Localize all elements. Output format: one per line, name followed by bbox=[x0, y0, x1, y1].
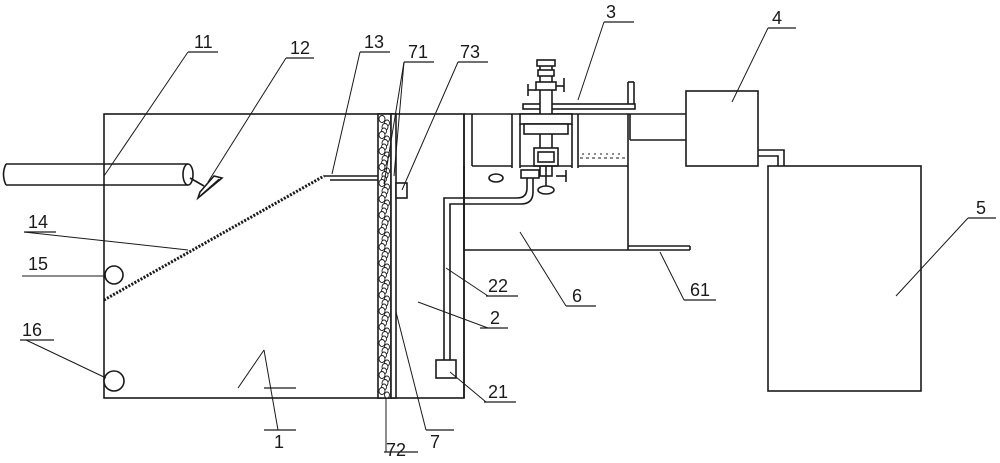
filter-pebble bbox=[378, 307, 386, 315]
filter-pebble bbox=[378, 323, 386, 331]
filter-pebble bbox=[378, 195, 386, 203]
connecting-pipe bbox=[629, 113, 686, 141]
spray-nozzle bbox=[189, 175, 224, 201]
upper-port bbox=[104, 265, 124, 285]
lower-port bbox=[103, 370, 125, 392]
filter-pebble bbox=[378, 115, 386, 123]
filter-pebble bbox=[378, 227, 386, 235]
label-21: 21 bbox=[488, 382, 508, 402]
label-1: 1 bbox=[274, 432, 284, 452]
inlet-pipe bbox=[2, 163, 194, 186]
label-14: 14 bbox=[28, 212, 48, 232]
filter-pebble bbox=[378, 275, 386, 283]
label-12: 12 bbox=[290, 38, 310, 58]
filter-pebble bbox=[378, 179, 386, 187]
transfer-pipe bbox=[758, 149, 785, 166]
label-3: 3 bbox=[606, 2, 616, 22]
storage-tank bbox=[767, 165, 922, 392]
filter-pebble bbox=[378, 291, 386, 299]
label-22: 22 bbox=[488, 276, 508, 296]
leader-lines bbox=[20, 21, 996, 453]
filter-pebble bbox=[378, 259, 386, 267]
filter-pebble bbox=[384, 391, 390, 399]
label-15: 15 bbox=[28, 254, 48, 274]
label-72: 72 bbox=[386, 440, 406, 460]
pump bbox=[435, 359, 457, 379]
filter-pebble bbox=[378, 211, 386, 219]
treatment-compartment bbox=[463, 166, 629, 251]
label-6: 6 bbox=[572, 286, 582, 306]
filter-pebble bbox=[378, 147, 386, 155]
overflow-port bbox=[395, 182, 408, 199]
filter-layer bbox=[377, 113, 397, 399]
filter-pebble bbox=[378, 355, 386, 363]
feed-pipe bbox=[443, 169, 540, 360]
label-13: 13 bbox=[364, 32, 384, 52]
label-11: 11 bbox=[194, 32, 213, 52]
sloped-screen bbox=[103, 174, 380, 302]
label-4: 4 bbox=[772, 8, 782, 28]
filter-pebble bbox=[378, 163, 386, 171]
label-7: 7 bbox=[430, 432, 440, 452]
filter-pebble bbox=[378, 339, 386, 347]
filter-pebble bbox=[378, 371, 386, 379]
label-73: 73 bbox=[460, 42, 480, 62]
label-16: 16 bbox=[22, 320, 42, 340]
label-61: 61 bbox=[690, 280, 710, 300]
outlet-plate bbox=[628, 245, 691, 251]
control-box bbox=[685, 90, 759, 167]
filter-pebble bbox=[378, 131, 386, 139]
label-2: 2 bbox=[490, 308, 500, 328]
main-tank bbox=[103, 113, 465, 399]
filter-pebble bbox=[378, 387, 386, 395]
filter-pebble bbox=[378, 243, 386, 251]
label-5: 5 bbox=[976, 198, 986, 218]
dosing-device bbox=[519, 59, 636, 195]
label-71: 71 bbox=[408, 42, 428, 62]
